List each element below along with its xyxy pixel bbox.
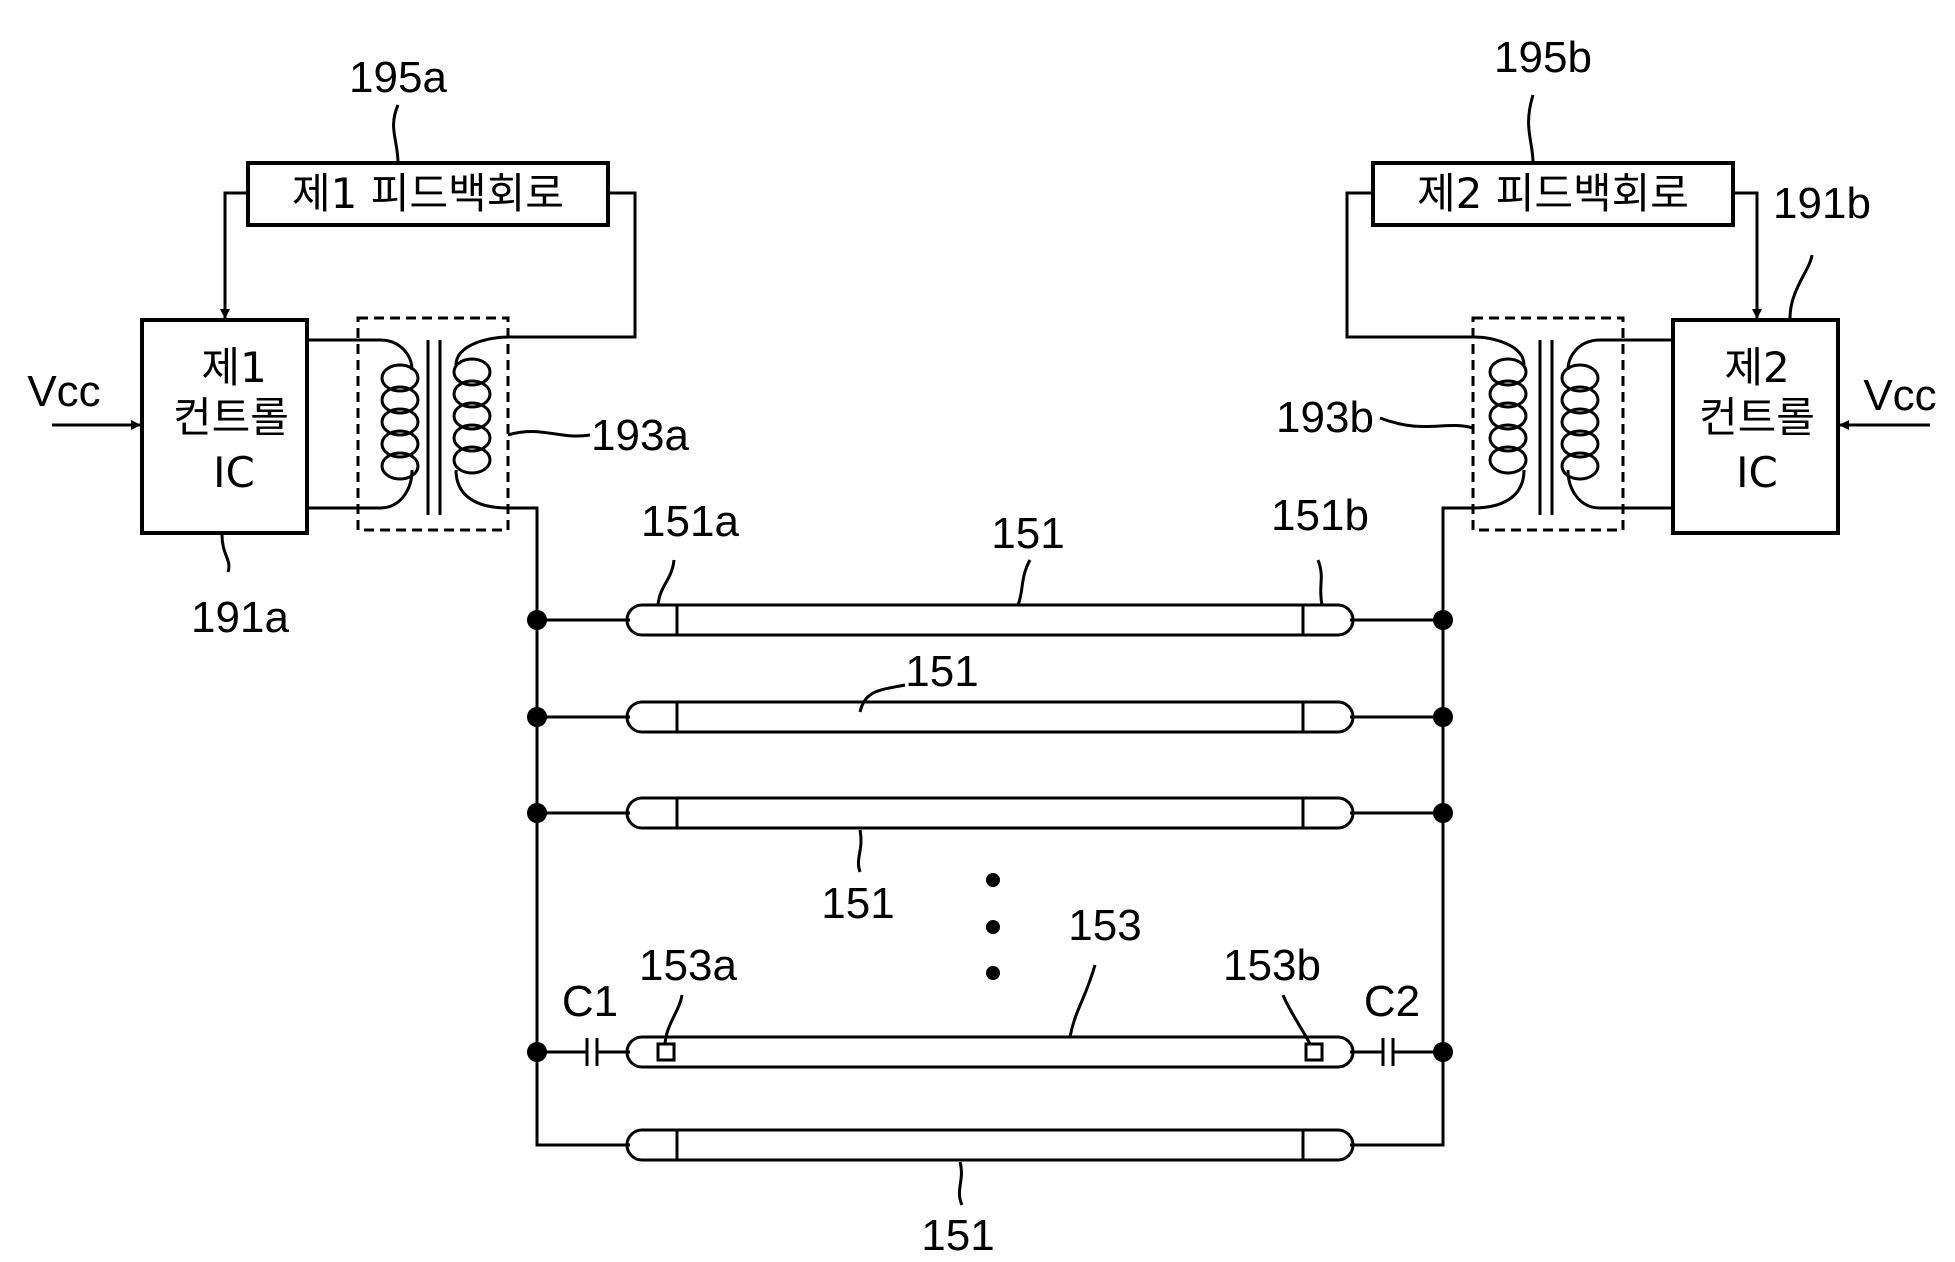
lamp-2-left-node (527, 707, 547, 727)
feedback-2-to-ic-arrow (1733, 193, 1757, 318)
leader-151-row3 (858, 830, 861, 872)
ref-151b: 151b (1271, 491, 1369, 540)
ref-193a: 193a (591, 411, 689, 460)
ref-193b: 193b (1276, 393, 1374, 442)
lamp-3-left-node (527, 803, 547, 823)
transformer-1-secondary-lead-bottom (456, 470, 508, 508)
control-ic-2-line1: 제2 (1724, 343, 1789, 392)
transformer-2-primary-coil (1562, 365, 1598, 479)
leader-195a (394, 105, 398, 163)
control-ic-2-line3: IC (1736, 448, 1778, 497)
leader-191a (222, 535, 229, 572)
control-ic-1: 제1 컨트롤 IC (142, 320, 307, 533)
lamp-row-3 (527, 798, 1453, 828)
lamp-row-bottom (627, 1130, 1353, 1160)
special-lamp-tube (627, 1037, 1353, 1067)
lamp-row-1 (527, 605, 1453, 635)
leader-151-row1 (1018, 560, 1030, 605)
ref-151a: 151a (641, 497, 739, 546)
transformer-1-primary-coil (382, 365, 418, 479)
lamp-3-tube (627, 798, 1353, 828)
ref-153: 153 (1068, 901, 1141, 950)
vcc-left-label: Vcc (27, 367, 100, 416)
left-bus-wire (508, 508, 630, 1145)
ref-153b: 153b (1223, 941, 1321, 990)
lamp-row-2 (527, 702, 1453, 732)
special-right-node (1433, 1042, 1453, 1062)
special-lamp-electrode-left (658, 1044, 674, 1060)
ref-151-row1: 151 (991, 509, 1064, 558)
control-ic-2: 제2 컨트롤 IC (1673, 320, 1838, 533)
ref-151-bottom: 151 (921, 1211, 994, 1260)
lamp-2-right-node (1433, 707, 1453, 727)
ref-151-row3: 151 (821, 879, 894, 928)
leader-151a (658, 560, 674, 605)
ref-195a: 195a (349, 53, 447, 102)
special-left-node (527, 1042, 547, 1062)
feedback-circuit-2: 제2 피드백회로 (1373, 163, 1733, 225)
transformer-2 (1473, 318, 1623, 530)
feedback-circuit-1: 제1 피드백회로 (248, 163, 608, 225)
control-ic-2-line2: 컨트롤 (1699, 393, 1815, 442)
lamp-3-right-node (1433, 803, 1453, 823)
leader-151b (1318, 560, 1322, 605)
leader-191b (1790, 255, 1812, 318)
right-bus-wire (1350, 508, 1473, 1145)
leader-151-bottom (959, 1162, 962, 1205)
control-ic-1-line3: IC (213, 448, 255, 497)
more-lamps-ellipsis (986, 873, 1000, 980)
vcc-right-label: Vcc (1863, 371, 1936, 420)
leader-151-row2 (860, 685, 905, 712)
control-ic-1-line2: 컨트롤 (173, 393, 289, 442)
ref-195b: 195b (1494, 33, 1592, 82)
leader-195b (1529, 95, 1533, 163)
ref-151-row2: 151 (905, 647, 978, 696)
feedback-circuit-2-label: 제2 피드백회로 (1417, 169, 1689, 218)
ref-191a: 191a (191, 593, 289, 642)
ref-191b: 191b (1773, 179, 1871, 228)
transformer-2-secondary-coil (1490, 359, 1526, 473)
ref-c2: C2 (1364, 977, 1420, 1026)
transformer-2-secondary-lead-bottom (1473, 470, 1524, 508)
control-ic-1-line1: 제1 (201, 343, 266, 392)
ref-153a: 153a (639, 941, 737, 990)
lamp-1-tube (627, 605, 1353, 635)
lamp-bottom-tube (627, 1130, 1353, 1160)
special-lamp-electrode-right (1306, 1044, 1322, 1060)
transformer-1 (358, 318, 508, 530)
lamp-1-left-node (527, 610, 547, 630)
leader-153 (1070, 965, 1095, 1037)
transformer-1-secondary-coil (454, 359, 490, 473)
transformer-1-primary-lead-bottom (380, 470, 412, 508)
ref-c1: C1 (562, 977, 618, 1026)
lamp-1-right-node (1433, 610, 1453, 630)
leader-193b (1380, 418, 1473, 428)
feedback-1-to-ic-arrow (225, 193, 248, 318)
feedback-circuit-1-label: 제1 피드백회로 (292, 169, 564, 218)
lamp-2-tube (627, 702, 1353, 732)
leader-193a (508, 431, 590, 436)
transformer-2-primary-lead-bottom (1568, 470, 1600, 508)
